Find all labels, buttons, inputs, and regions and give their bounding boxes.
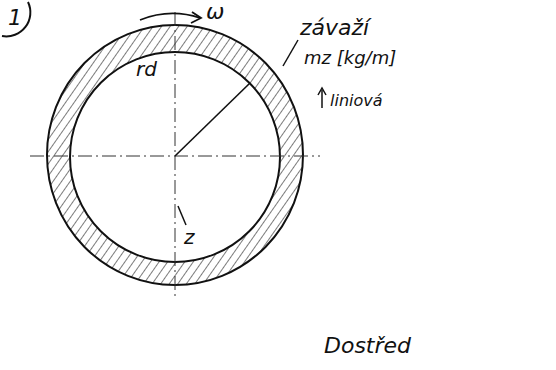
number-circle: [2, 2, 30, 36]
callout-number: 1: [8, 6, 22, 30]
rotation-arrow: [140, 13, 200, 20]
leader-line: [178, 206, 186, 225]
part-name: závaží: [300, 16, 369, 40]
note: Dostřed: [324, 334, 411, 358]
part-label: z: [184, 226, 195, 248]
radius-line: [175, 83, 250, 156]
arrow-head: [191, 12, 201, 23]
omega-symbol: ω: [206, 0, 224, 24]
arrow-head: [318, 88, 326, 95]
unit-note: mz [kg/m]: [304, 48, 396, 68]
radius-label: rd: [136, 58, 157, 80]
leader-line: [283, 40, 298, 66]
pointer-arrow: [321, 90, 323, 108]
note: liniová: [330, 92, 383, 110]
